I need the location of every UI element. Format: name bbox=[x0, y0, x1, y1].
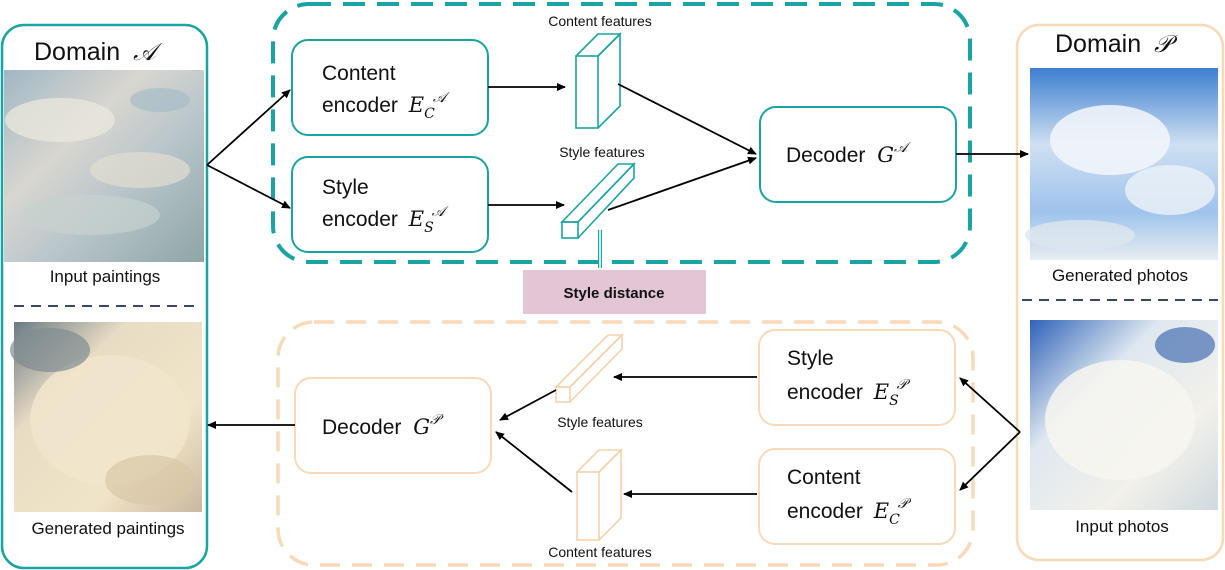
style-features-block-a bbox=[560, 162, 636, 239]
generated-photo-image bbox=[1025, 68, 1218, 260]
svg-text:Content: Content bbox=[322, 62, 396, 85]
style-features-label-a: Style features bbox=[559, 144, 645, 160]
bottom-branch-arrows bbox=[207, 373, 1021, 498]
svg-text:Decoder G𝒫: Decoder G𝒫 bbox=[322, 412, 444, 439]
style-features-block-p bbox=[554, 333, 624, 403]
svg-text:encoder ES𝒫: encoder ES𝒫 bbox=[787, 377, 911, 409]
generated-photos-caption: Generated photos bbox=[1052, 266, 1188, 285]
svg-text:Style: Style bbox=[322, 176, 369, 199]
bottom-branch-group bbox=[276, 320, 975, 567]
content-features-block-p bbox=[576, 448, 623, 541]
svg-text:Style: Style bbox=[787, 347, 834, 370]
domain-p-title: Domain 𝒫 bbox=[1055, 30, 1178, 58]
domain-a-panel bbox=[0, 23, 209, 570]
input-photos-caption: Input photos bbox=[1075, 517, 1169, 536]
domain-p-panel bbox=[1015, 23, 1225, 562]
input-painting-image bbox=[4, 70, 204, 262]
svg-text:Content: Content bbox=[787, 466, 861, 489]
svg-text:encoder ES𝒜: encoder ES𝒜 bbox=[322, 204, 449, 236]
content-features-label-a: Content features bbox=[548, 13, 652, 29]
svg-text:Decoder G𝒜: Decoder G𝒜 bbox=[786, 140, 911, 167]
input-paintings-caption: Input paintings bbox=[50, 267, 161, 286]
content-features-label-p: Content features bbox=[548, 544, 652, 560]
generated-paintings-caption: Generated paintings bbox=[31, 519, 184, 538]
top-branch-arrows bbox=[206, 83, 1029, 211]
decoder-p: Decoder G𝒫 bbox=[294, 377, 492, 474]
decoder-a: Decoder G𝒜 bbox=[759, 106, 957, 203]
content-encoder-a: Content encoder EC𝒜 bbox=[291, 39, 489, 136]
svg-text:encoder EC𝒜: encoder EC𝒜 bbox=[322, 90, 450, 122]
style-distance-label: Style distance bbox=[564, 285, 665, 302]
domain-a-title: Domain 𝒜 bbox=[34, 38, 163, 66]
generated-painting-image bbox=[10, 322, 202, 512]
content-encoder-p: Content encoder EC𝒫 bbox=[758, 448, 956, 545]
content-features-block-a bbox=[575, 32, 622, 129]
style-features-label-p: Style features bbox=[557, 414, 643, 430]
style-encoder-p: Style encoder ES𝒫 bbox=[758, 329, 956, 426]
input-photo-image bbox=[1030, 320, 1218, 510]
style-encoder-a: Style encoder ES𝒜 bbox=[291, 156, 489, 253]
top-branch-group bbox=[271, 2, 972, 264]
style-distance-box bbox=[523, 270, 706, 314]
